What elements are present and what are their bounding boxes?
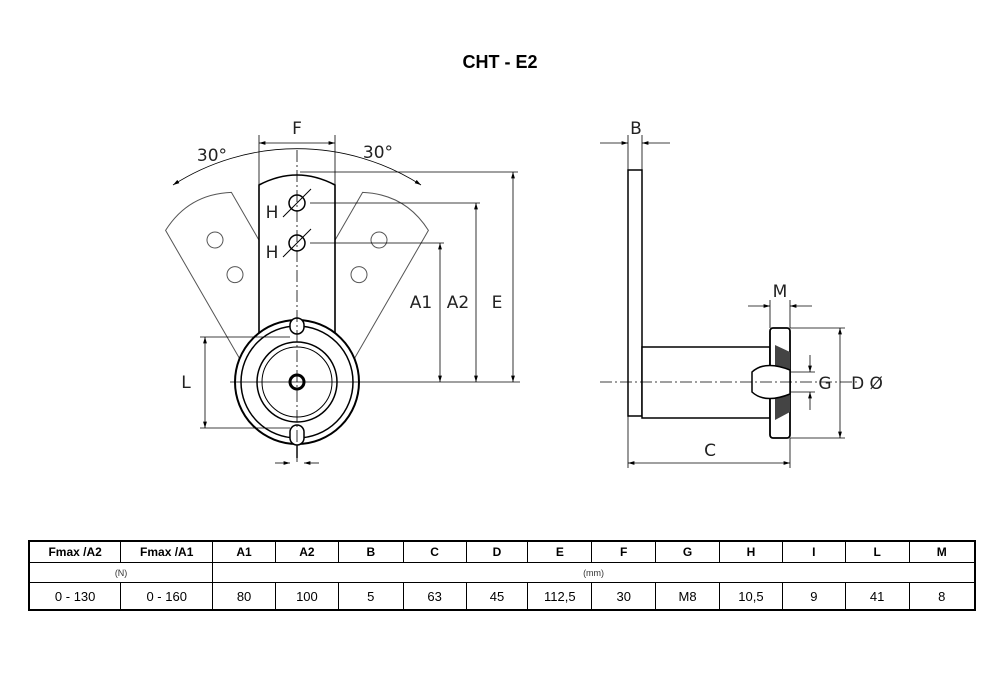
- header-f: F: [591, 540, 657, 563]
- header-e: E: [527, 540, 593, 563]
- value-e: 112,5: [527, 582, 593, 611]
- value-g: M8: [655, 582, 720, 611]
- label-f: F: [292, 119, 302, 139]
- label-b: B: [630, 119, 642, 139]
- label-h2: H: [266, 243, 279, 263]
- value-i: 9: [781, 582, 846, 611]
- value-b: 5: [337, 582, 404, 611]
- header-a1: A1: [212, 540, 276, 563]
- value-fmax-a1: 0 - 160: [120, 582, 214, 611]
- drawing-title: CHT - E2: [462, 52, 538, 72]
- header-a2: A2: [274, 540, 339, 563]
- header-m: M: [908, 540, 976, 563]
- value-row: 0 - 130 0 - 160 80 100 5 63 45 112,5 30 …: [28, 582, 976, 611]
- unit-length: (mm): [212, 562, 976, 583]
- value-h: 10,5: [719, 582, 783, 611]
- label-h1: H: [266, 203, 279, 223]
- label-e: E: [492, 293, 503, 313]
- header-i: I: [781, 540, 846, 563]
- header-fmax-a2: Fmax /A2: [28, 540, 122, 563]
- value-d: 45: [465, 582, 529, 611]
- value-c: 63: [402, 582, 467, 611]
- label-l: L: [181, 373, 191, 393]
- value-l: 41: [844, 582, 910, 611]
- label-g: G: [818, 374, 831, 394]
- header-b: B: [337, 540, 404, 563]
- label-c: C: [704, 441, 716, 461]
- header-c: C: [402, 540, 467, 563]
- header-h: H: [719, 540, 783, 563]
- label-a2: A2: [447, 293, 469, 313]
- header-l: L: [844, 540, 910, 563]
- header-d: D: [465, 540, 529, 563]
- value-fmax-a2: 0 - 130: [28, 582, 122, 611]
- value-f: 30: [591, 582, 657, 611]
- front-view: F 30° 30° H H A1 A2 E L I: [160, 119, 520, 465]
- label-d: D Ø: [851, 374, 883, 394]
- label-angle-left: 30°: [197, 146, 227, 166]
- unit-force: (N): [28, 562, 214, 583]
- value-a1: 80: [212, 582, 276, 611]
- header-row: Fmax /A2 Fmax /A1 A1 A2 B C D E F G H I …: [28, 540, 976, 563]
- value-m: 8: [908, 582, 976, 611]
- header-g: G: [655, 540, 720, 563]
- dimensions-table: Fmax /A2 Fmax /A1 A1 A2 B C D E F G H I …: [28, 540, 976, 611]
- label-m: M: [773, 282, 788, 302]
- side-view: B M G D Ø C: [600, 119, 883, 468]
- technical-drawing: F 30° 30° H H A1 A2 E L I B: [160, 119, 883, 468]
- label-a1: A1: [410, 293, 432, 313]
- label-angle-right: 30°: [363, 143, 393, 163]
- value-a2: 100: [274, 582, 339, 611]
- unit-row: (N) (mm): [28, 562, 976, 583]
- label-i: I: [294, 443, 299, 463]
- header-fmax-a1: Fmax /A1: [120, 540, 214, 563]
